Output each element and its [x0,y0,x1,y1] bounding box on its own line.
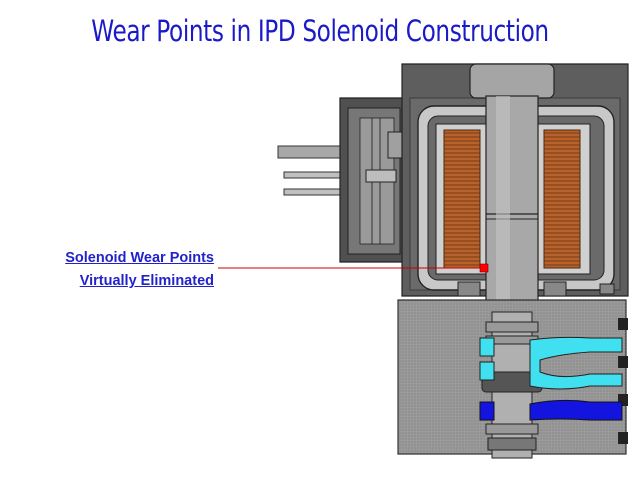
plunger-tube [469,63,555,315]
callout-label-line-2: Virtually Eliminated [79,273,214,289]
coil-winding-left [435,123,489,275]
coil-winding-right [537,123,591,275]
flow-passage-lower [479,399,623,421]
terminal-pins [277,145,349,196]
valve-spool [481,311,543,459]
connector-housing [339,97,415,263]
retaining-clips [457,281,615,297]
callout-label-line-1: Solenoid Wear Points [65,250,214,266]
wear-point-marker [479,263,489,273]
flow-passage-upper [479,336,623,390]
diagram-title: Wear Points in IPD Solenoid Construction [91,14,549,48]
